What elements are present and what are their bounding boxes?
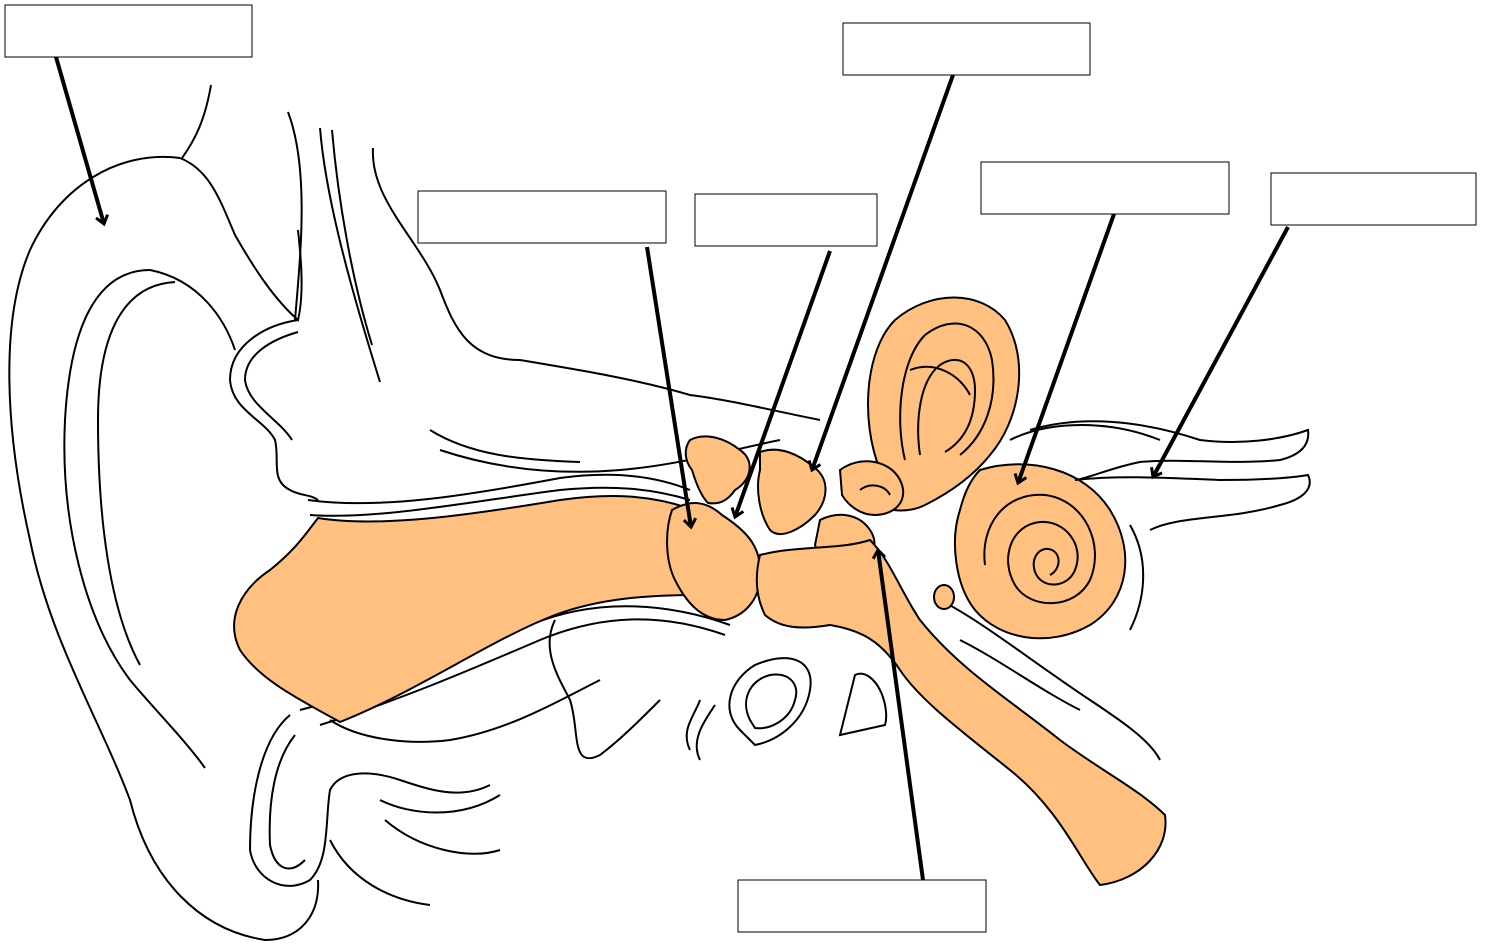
- styloid: [840, 674, 886, 735]
- helix-inner: [64, 270, 205, 768]
- antihelix: [150, 270, 235, 350]
- label-stapes-box[interactable]: [738, 880, 986, 932]
- label-ear-canal-box[interactable]: [418, 191, 666, 243]
- arrow-ear-canal: [647, 247, 691, 527]
- upper-arc: [182, 85, 211, 158]
- condyle-outer: [729, 658, 810, 745]
- skin-line-3: [332, 130, 372, 345]
- label-cochlea-box[interactable]: [981, 162, 1229, 214]
- bone-line-a: [697, 705, 715, 760]
- eardrum: [667, 503, 760, 620]
- bone-line-b: [687, 700, 700, 750]
- label-eardrum-box[interactable]: [695, 194, 877, 246]
- nerve-sheath-2: [1130, 525, 1143, 630]
- concha-curve-2: [245, 332, 298, 440]
- concha-curve: [230, 320, 318, 500]
- skin-line-4: [373, 148, 820, 420]
- label-incus-box[interactable]: [843, 23, 1090, 75]
- ear-canal: [234, 496, 700, 722]
- lobule-inner: [270, 735, 305, 868]
- malleus: [686, 436, 750, 503]
- skin-line-1: [288, 112, 302, 320]
- helix-rim: [98, 282, 175, 665]
- jaw-line-1: [380, 795, 500, 813]
- jaw-line-2: [385, 820, 500, 854]
- round-window: [934, 585, 954, 609]
- arrow-cochlea: [1018, 214, 1114, 483]
- skull-line-2: [430, 430, 580, 462]
- label-pinna-box[interactable]: [5, 5, 252, 57]
- label-auditory-nerve-box[interactable]: [1271, 173, 1476, 225]
- arrow-pinna: [56, 57, 104, 224]
- lobule-outer: [250, 715, 490, 886]
- jaw-line-3: [330, 840, 430, 905]
- jaw-blob: [550, 620, 660, 758]
- pinna-top: [180, 158, 302, 320]
- condyle-inner: [746, 675, 796, 729]
